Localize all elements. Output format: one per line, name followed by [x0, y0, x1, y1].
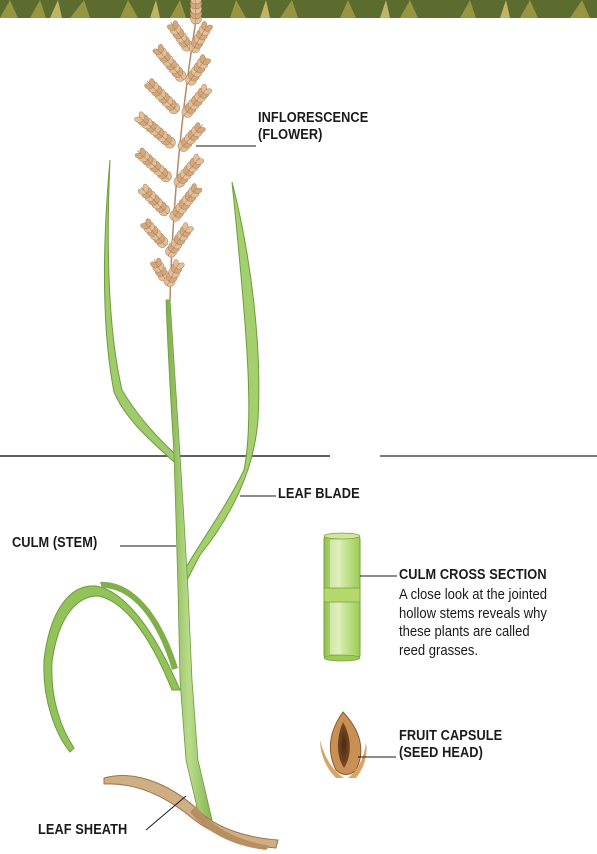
spikelet-branch [166, 181, 204, 225]
culm-stem [166, 300, 212, 820]
description-line-3: these plants are called [399, 623, 547, 642]
fruit-capsule-label: FRUIT CAPSULE (SEED HEAD) [399, 728, 502, 762]
leaf-sheath-label: LEAF SHEATH [38, 822, 127, 839]
description-line-2: hollow stems reveals why [399, 605, 547, 624]
spikelet-branch [170, 152, 206, 191]
spikelet-branch [136, 182, 174, 220]
fruit-capsule-illustration [320, 712, 367, 778]
right-leaf-blade [180, 182, 259, 582]
lower-drooping-leaf [44, 586, 180, 752]
spikelet-branch [189, 0, 203, 25]
spikelet-branch [133, 145, 176, 185]
spikelet-branch [132, 109, 179, 152]
inflorescence-label-line1: INFLORESCENCE [258, 110, 368, 127]
spikelet-branch [182, 52, 213, 88]
description-line-4: reed grasses. [399, 642, 547, 661]
spikelet-branch [178, 82, 214, 121]
culm-cross-section-illustration [324, 533, 360, 661]
description-line-1: A close look at the jointed [399, 586, 547, 605]
inflorescence-label: INFLORESCENCE (FLOWER) [258, 110, 368, 144]
leaf-blade-label: LEAF BLADE [278, 486, 360, 503]
background-grass-strip [0, 0, 597, 18]
spikelet-branch [186, 19, 215, 56]
fruit-capsule-label-line1: FRUIT CAPSULE [399, 728, 502, 745]
fruit-capsule-label-line2: (SEED HEAD) [399, 745, 502, 762]
culm-cross-section-title: CULM CROSS SECTION [399, 567, 547, 584]
culm-cross-section-description: A close look at the jointed hollow stems… [399, 586, 547, 660]
spikelet-branch [138, 216, 172, 251]
spikelet-branch [142, 76, 183, 117]
culm-stem-label: CULM (STEM) [12, 535, 97, 552]
inflorescence-label-line2: (FLOWER) [258, 127, 368, 144]
inflorescence-panicle [132, 0, 215, 300]
leaf-sheath-leader [146, 796, 186, 830]
